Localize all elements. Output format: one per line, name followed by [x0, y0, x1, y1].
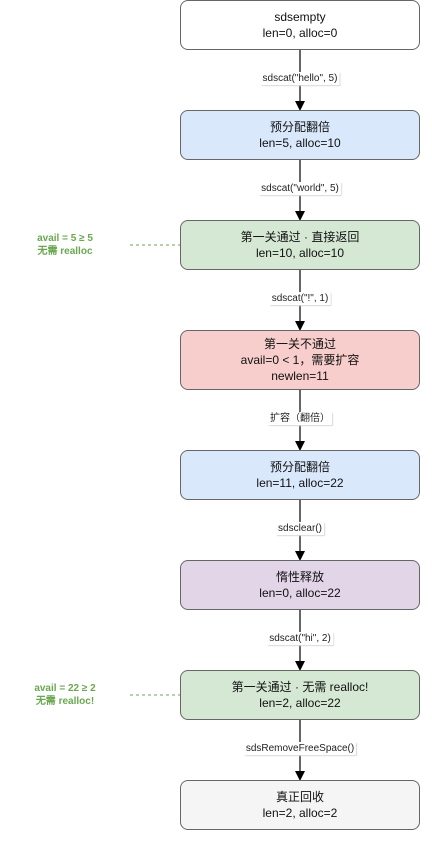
flow-node-text: 预分配翻倍 — [269, 120, 330, 134]
edge-label: sdscat("hello", 5) — [260, 72, 340, 85]
flow-node-6: 惰性释放 len=0, alloc=22 — [180, 560, 420, 610]
side-note-text: 无需 realloc — [37, 246, 93, 257]
side-note-text: 无需 realloc! — [35, 696, 95, 707]
flow-node-text: 惰性释放 — [275, 570, 324, 584]
flow-node-text: len=5, alloc=10 — [259, 136, 341, 150]
flow-node-text: avail=0 < 1，需要扩容 — [240, 353, 360, 367]
flow-node-text: len=2, alloc=22 — [259, 696, 341, 710]
flow-node-text: newlen=11 — [271, 369, 329, 383]
flow-node-text: 第一关通过 · 直接返回 — [240, 230, 360, 244]
side-note: avail = 5 ≥ 5 无需 realloc — [0, 232, 130, 258]
flow-node-4: 第一关不通过 avail=0 < 1，需要扩容 newlen=11 — [180, 330, 420, 390]
flow-node-5: 预分配翻倍 len=11, alloc=22 — [180, 450, 420, 500]
edge-label: sdscat("world", 5) — [259, 182, 341, 195]
flow-node-text: 真正回收 — [275, 790, 324, 804]
flow-node-text: len=10, alloc=10 — [255, 246, 345, 260]
flow-node-text: len=2, alloc=2 — [262, 806, 338, 820]
side-note-text: avail = 22 ≥ 2 — [34, 683, 96, 694]
edge-label: sdsclear() — [276, 522, 324, 535]
flow-node-text: len=0, alloc=22 — [259, 586, 341, 600]
flow-node-7: 第一关通过 · 无需 realloc! len=2, alloc=22 — [180, 670, 420, 720]
edge-label: 扩容（翻倍） — [268, 412, 332, 425]
flow-node-text: sdsempty — [274, 10, 326, 24]
flow-node-3: 第一关通过 · 直接返回 len=10, alloc=10 — [180, 220, 420, 270]
edge-label: sdscat("hi", 2) — [267, 632, 333, 645]
side-note-text: avail = 5 ≥ 5 — [37, 233, 93, 244]
flow-node-text: 第一关通过 · 无需 realloc! — [231, 680, 369, 694]
side-note: avail = 22 ≥ 2 无需 realloc! — [0, 682, 130, 708]
flow-node-1: sdsempty len=0, alloc=0 — [180, 0, 420, 50]
flow-node-text: len=11, alloc=22 — [256, 476, 344, 490]
edge-label: sdsRemoveFreeSpace() — [243, 742, 357, 755]
edge-label: sdscat("!", 1) — [269, 292, 331, 305]
flow-node-8: 真正回收 len=2, alloc=2 — [180, 780, 420, 830]
flow-node-text: 第一关不通过 — [263, 337, 336, 351]
flow-node-text: len=0, alloc=0 — [262, 26, 338, 40]
flow-node-text: 预分配翻倍 — [269, 460, 330, 474]
flow-node-2: 预分配翻倍 len=5, alloc=10 — [180, 110, 420, 160]
